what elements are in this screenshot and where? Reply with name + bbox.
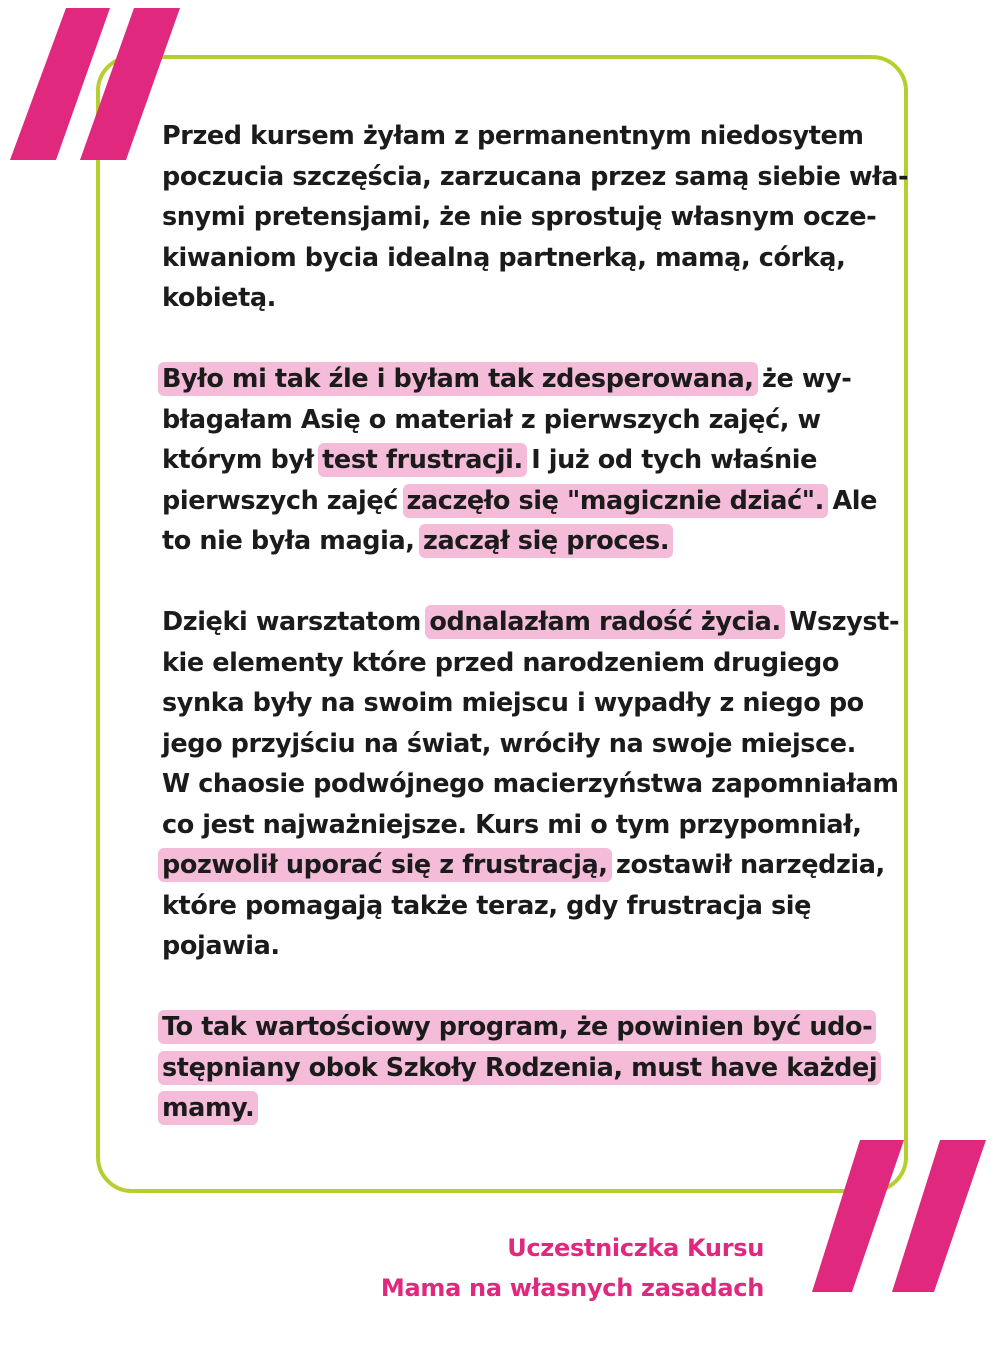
- highlighted-phrase: pozwolił uporać się z frustracją,: [158, 848, 612, 882]
- text-line: co jest najważniejsze. Kurs mi o tym prz…: [162, 805, 862, 846]
- highlighted-phrase: mamy.: [158, 1091, 259, 1125]
- paragraph: Było mi tak źle i byłam tak zdesperowana…: [158, 359, 877, 562]
- text-segment: kobietą.: [162, 283, 276, 313]
- text-line: pierwszych zajęć zaczęło się "magicznie …: [162, 481, 877, 522]
- text-line: które pomagają także teraz, gdy frustrac…: [162, 886, 852, 927]
- highlighted-phrase: To tak wartościowy program, że powinien …: [158, 1010, 877, 1044]
- opening-quotation-mark-icon: [10, 8, 180, 160]
- highlighted-phrase: Było mi tak źle i byłam tak zdesperowana…: [158, 362, 758, 396]
- highlighted-phrase: zaczęło się "magicznie dziać".: [402, 483, 828, 518]
- text-segment: snymi pretensjami, że nie sprostuję włas…: [162, 202, 877, 232]
- testimonial-signature: Uczestniczka Kursu Mama na własnych zasa…: [381, 1228, 764, 1308]
- text-segment: że wy-: [753, 364, 852, 394]
- text-segment: Ale: [823, 485, 878, 516]
- text-line: mamy.: [158, 1088, 852, 1129]
- text-line: poczucia szczęścia, zarzucana przez samą…: [162, 157, 909, 198]
- text-segment: Przed kursem żyłam z permanentnym niedos…: [162, 121, 864, 151]
- text-segment: błagałam Asię o materiał z pierwszych za…: [162, 404, 821, 435]
- text-segment: to nie była magia,: [162, 526, 424, 556]
- text-segment: Dzięki warsztatom: [162, 607, 430, 637]
- text-line: To tak wartościowy program, że powinien …: [158, 1007, 877, 1048]
- text-line: błagałam Asię o materiał z pierwszych za…: [162, 400, 852, 441]
- text-line: Było mi tak źle i byłam tak zdesperowana…: [158, 359, 852, 400]
- closing-quotation-mark-icon: [812, 1140, 986, 1292]
- text-segment: co jest najważniejsze. Kurs mi o tym prz…: [162, 809, 862, 840]
- testimonial-text: Przed kursem żyłam z permanentnym niedos…: [158, 116, 909, 1169]
- text-segment: I już od tych właśnie: [522, 445, 817, 475]
- text-segment: zostawił narzędzia,: [607, 850, 885, 880]
- text-line: Dzięki warsztatom odnalazłam radość życi…: [162, 602, 900, 643]
- text-line: W chaosie podwójnego macierzyństwa zapom…: [162, 764, 899, 805]
- text-segment: jego przyjściu na świat, wróciły na swoj…: [162, 728, 856, 759]
- text-segment: którym był: [162, 445, 323, 475]
- text-line: pojawia.: [162, 926, 852, 967]
- text-segment: synka były na swoim miejscu i wypadły z …: [162, 688, 864, 718]
- text-line: synka były na swoim miejscu i wypadły z …: [162, 683, 864, 724]
- highlighted-phrase: zaczął się proces.: [419, 524, 674, 558]
- highlighted-phrase: stępniany obok Szkoły Rodzenia, must hav…: [158, 1050, 882, 1085]
- highlighted-phrase: test frustracji.: [318, 443, 527, 477]
- paragraph: Dzięki warsztatom odnalazłam radość życi…: [158, 602, 900, 967]
- signature-course-name: Mama na własnych zasadach: [380, 1274, 764, 1302]
- text-segment: pojawia.: [162, 931, 280, 961]
- text-line: to nie była magia, zaczął się proces.: [162, 521, 852, 562]
- text-line: jego przyjściu na świat, wróciły na swoj…: [162, 724, 856, 765]
- text-segment: pierwszych zajęć: [162, 485, 407, 516]
- text-segment: które pomagają także teraz, gdy frustrac…: [162, 890, 812, 921]
- text-line: snymi pretensjami, że nie sprostuję włas…: [162, 197, 877, 238]
- text-segment: kiwaniom bycia idealną partnerką, mamą, …: [162, 242, 846, 273]
- highlighted-phrase: odnalazłam radość życia.: [425, 605, 785, 639]
- paragraph: To tak wartościowy program, że powinien …: [158, 1007, 882, 1129]
- paragraph: Przed kursem żyłam z permanentnym niedos…: [162, 116, 909, 319]
- text-line: stępniany obok Szkoły Rodzenia, must hav…: [158, 1048, 882, 1089]
- signature-role: Uczestniczka Kursu: [507, 1234, 764, 1262]
- text-segment: Wszyst-: [780, 607, 900, 637]
- text-segment: W chaosie podwójnego macierzyństwa zapom…: [162, 769, 899, 799]
- text-segment: poczucia szczęścia, zarzucana przez samą…: [162, 161, 909, 192]
- text-line: kobietą.: [162, 278, 852, 319]
- text-line: kie elementy które przed narodzeniem dru…: [162, 643, 852, 684]
- text-line: kiwaniom bycia idealną partnerką, mamą, …: [162, 238, 852, 279]
- text-line: pozwolił uporać się z frustracją, zostaw…: [158, 845, 885, 886]
- text-line: Przed kursem żyłam z permanentnym niedos…: [162, 116, 864, 157]
- text-segment: kie elementy które przed narodzeniem dru…: [162, 647, 839, 678]
- text-line: którym był test frustracji. I już od tyc…: [162, 440, 852, 481]
